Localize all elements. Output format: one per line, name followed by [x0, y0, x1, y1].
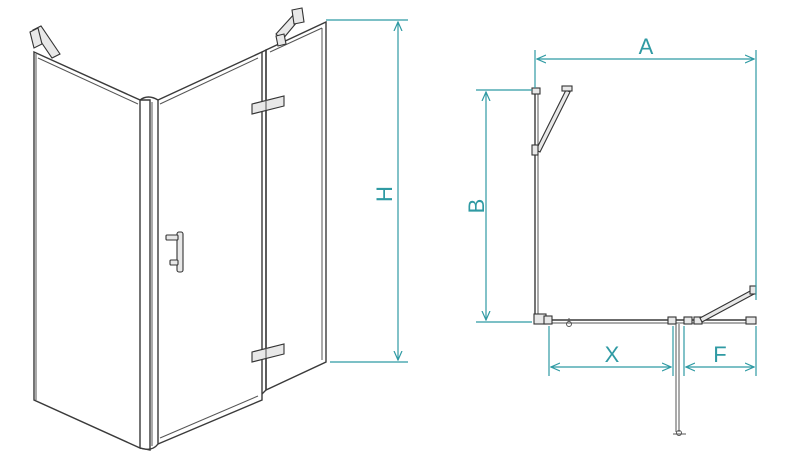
fixed-panel-dimension: F: [683, 326, 757, 376]
fixed-panel-label: F: [713, 342, 726, 367]
hinge-bottom: [251, 343, 285, 363]
door-offset-label: X: [605, 342, 620, 367]
door-offset-dimension: X: [548, 326, 674, 376]
wall-bracket-left: [29, 25, 61, 59]
corner-profile: [139, 96, 159, 451]
width-dimension: A: [534, 34, 757, 300]
width-label: A: [639, 34, 654, 59]
hinge-top: [251, 95, 285, 115]
plan-side-panel: [531, 85, 573, 322]
plan-view: A B X F: [464, 34, 757, 436]
perspective-view: H: [29, 7, 408, 451]
height-label: H: [372, 186, 397, 202]
door-swing: [673, 324, 686, 436]
depth-dimension: B: [464, 89, 532, 323]
door-handle-icon: [165, 231, 184, 273]
fixed-panel: [261, 20, 327, 395]
side-panel: [33, 50, 151, 451]
door-panel: [157, 50, 263, 445]
depth-label: B: [464, 199, 489, 214]
height-dimension: H: [326, 19, 408, 363]
plan-front-panels: [533, 285, 757, 327]
wall-bracket-right: [275, 7, 305, 47]
